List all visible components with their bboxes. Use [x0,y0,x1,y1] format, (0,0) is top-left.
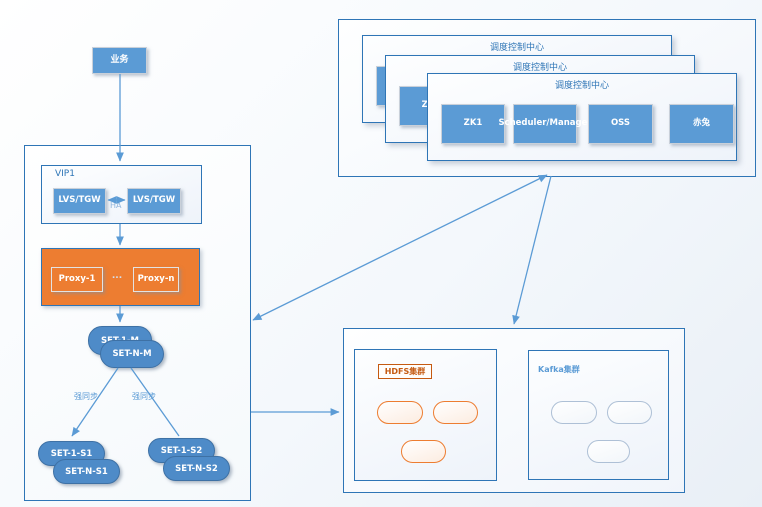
control-center-title: 调度控制中心 [512,63,567,73]
kafka-node-pill [607,401,652,424]
lvs-node-2: LVS/TGW [127,188,181,214]
sync-label-left: 强同步 [74,392,98,401]
hdfs-node-pill [433,401,478,424]
connector-control-to-left-cluster [252,174,548,321]
proxy-ellipsis: ... [111,271,123,281]
proxy-node-n: Proxy-n [133,267,179,292]
master-set-pill-front: SET-N-M [100,340,164,368]
slave-set-2-front: SET-N-S2 [163,456,230,481]
oss-node: OSS [588,104,653,144]
connector-control-to-storage [512,175,552,325]
business-node: 业务 [92,47,147,74]
hdfs-node-pill [377,401,423,424]
control-center-title: 调度控制中心 [489,43,544,53]
lvs-node-1: LVS/TGW [53,188,106,214]
ha-link-label: HA [110,201,122,210]
control-center-box-front: 调度控制中心 ZK1 Scheduler/Manager OSS 赤兔 [427,73,737,161]
slave-set-1-front: SET-N-S1 [53,459,120,484]
hdfs-node-pill [401,440,446,463]
sync-label-right: 强同步 [132,392,156,401]
hdfs-cluster-label: HDFS集群 [378,364,432,379]
proxy-node-1: Proxy-1 [51,267,103,292]
kafka-node-pill [587,440,630,463]
control-center-title: 调度控制中心 [554,81,609,91]
vip-group-title: VIP1 [55,169,75,179]
chitu-node: 赤兔 [669,104,734,144]
zk1-node: ZK1 [441,104,505,144]
kafka-node-pill [551,401,597,424]
kafka-cluster-label: Kafka集群 [538,365,580,374]
scheduler-node: Scheduler/Manager [498,104,592,144]
